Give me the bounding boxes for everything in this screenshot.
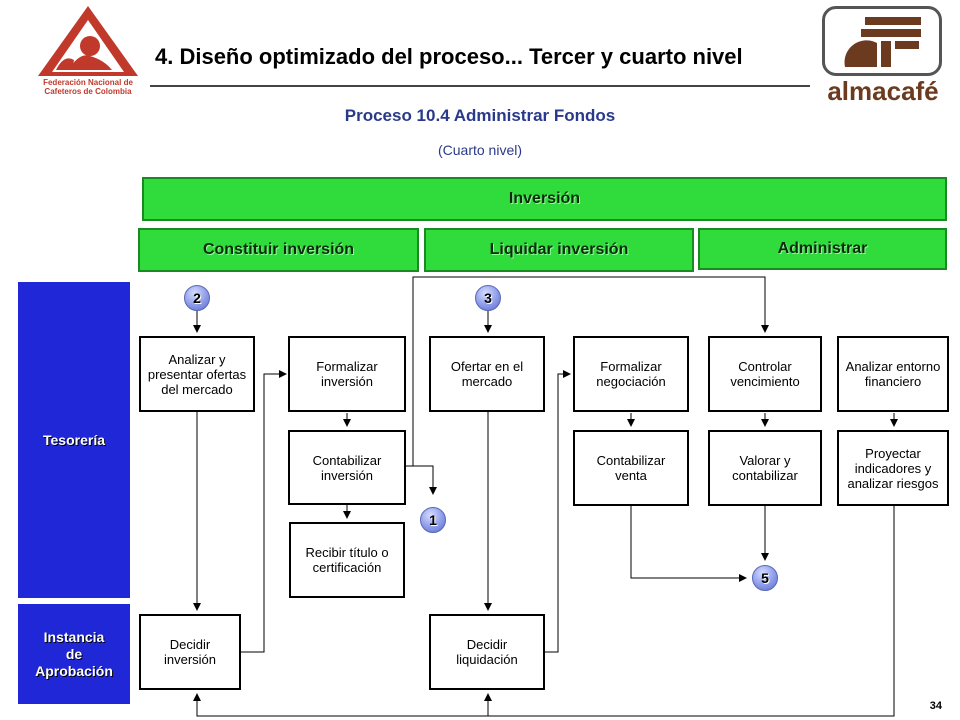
band-liquidar-label: Liquidar inversión (489, 241, 629, 258)
band-administrar-label: Administrar (777, 240, 868, 257)
lane-instancia-label: Instancia de Aprobación (35, 628, 113, 679)
box-analizar-presentar: Analizar y presentar ofertas del mercado (139, 336, 255, 412)
box-valorar-contabilizar-label: Valorar y contabilizar (732, 453, 798, 483)
band-constituir: Constituir inversión (138, 228, 419, 272)
almacafe-wordmark: almacafé (827, 76, 939, 106)
band-administrar: Administrar (698, 228, 947, 270)
box-formalizar-negociacion: Formalizar negociación (573, 336, 689, 412)
fnc-logo: Federación Nacional de Cafeteros de Colo… (28, 4, 148, 104)
connector-5: 5 (752, 565, 778, 591)
band-inversion-label: Inversión (508, 190, 581, 207)
box-contabilizar-inversion-label: Contabilizar inversión (312, 452, 382, 483)
box-decidir-liquidacion-label: Decidir liquidación (456, 637, 518, 667)
process-subtitle: Proceso 10.4 Administrar Fondos (344, 106, 616, 125)
box-formalizar-inversion: Formalizar inversión (288, 336, 406, 412)
box-formalizar-negociacion-label: Formalizar negociación (596, 359, 666, 389)
box-decidir-liquidacion: Decidir liquidación (429, 614, 545, 690)
box-controlar-vencimiento-label: Controlar vencimiento (730, 359, 800, 389)
box-recibir-titulo: Recibir título o certificación (289, 522, 405, 598)
box-ofertar: Ofertar en el mercado (429, 336, 545, 412)
title-divider (150, 85, 810, 87)
box-analizar-entorno-label: Analizar entorno financiero (845, 359, 941, 389)
box-analizar-presentar-label: Analizar y presentar ofertas del mercado (147, 351, 247, 397)
almacafe-logo: almacafé (818, 6, 948, 106)
box-controlar-vencimiento: Controlar vencimiento (708, 336, 822, 412)
box-contabilizar-venta: Contabilizar venta (573, 430, 689, 506)
box-analizar-entorno: Analizar entorno financiero (837, 336, 949, 412)
fnc-logo-text: Federación Nacional de Cafeteros de Colo… (43, 78, 133, 96)
page-title: 4. Diseño optimizado del proceso... Terc… (155, 44, 743, 69)
box-recibir-titulo-label: Recibir título o certificación (305, 545, 389, 575)
lane-instancia: Instancia de Aprobación (18, 604, 130, 704)
lane-tesoreria: Tesorería (18, 282, 130, 598)
box-ofertar-label: Ofertar en el mercado (450, 359, 524, 389)
box-proyectar-indicadores-label: Proyectar indicadores y analizar riesgos (847, 445, 939, 491)
lane-tesoreria-label: Tesorería (43, 431, 105, 448)
connector-1: 1 (420, 507, 446, 533)
band-liquidar: Liquidar inversión (424, 228, 694, 272)
box-proyectar-indicadores: Proyectar indicadores y analizar riesgos (837, 430, 949, 506)
fnc-emblem-icon (38, 6, 138, 76)
connector-3: 3 (475, 285, 501, 311)
box-decidir-inversion: Decidir inversión (139, 614, 241, 690)
box-decidir-inversion-label: Decidir inversión (163, 637, 217, 667)
box-contabilizar-venta-label: Contabilizar venta (596, 453, 666, 483)
level-label: (Cuarto nivel) (437, 142, 523, 158)
box-contabilizar-inversion: Contabilizar inversión (288, 430, 406, 505)
band-constituir-label: Constituir inversión (202, 241, 355, 258)
page-number: 34 (929, 700, 942, 712)
connector-2: 2 (184, 285, 210, 311)
almacafe-emblem-icon (822, 6, 942, 76)
band-inversion: Inversión (142, 177, 947, 221)
box-valorar-contabilizar: Valorar y contabilizar (708, 430, 822, 506)
box-formalizar-inversion-label: Formalizar inversión (316, 359, 378, 389)
